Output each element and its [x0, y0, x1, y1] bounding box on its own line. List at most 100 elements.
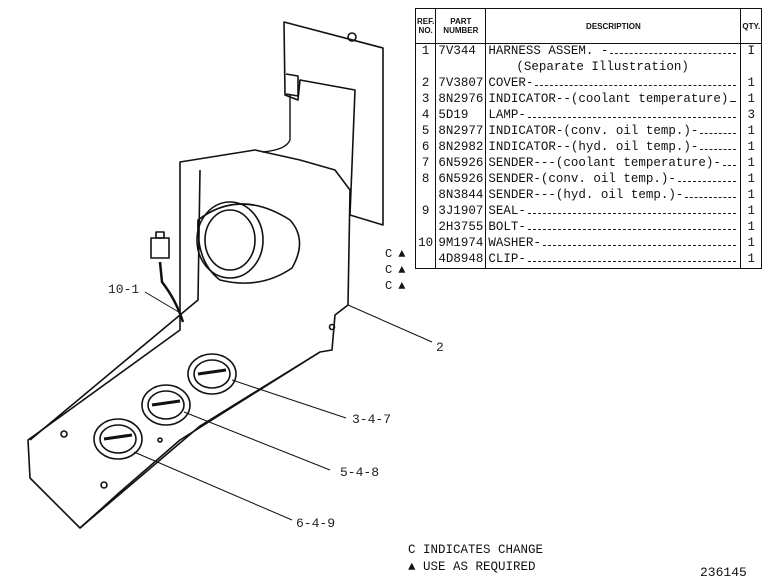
description-cell: HARNESS ASSEM. - [485, 43, 742, 60]
leader-dashes [685, 196, 737, 198]
description-cell: WASHER- [485, 236, 742, 252]
qty-cell: 1 [740, 124, 763, 140]
change-marks: C▲C▲C▲ [385, 246, 405, 294]
housing-outline [27, 149, 351, 529]
header-part-number: PART NUMBER [435, 8, 487, 44]
description-text: SENDER-(conv. oil temp.)- [488, 172, 676, 186]
description-cell: CLIP- [485, 252, 742, 269]
qty-cell: 1 [740, 236, 763, 252]
upper-cover-outline [283, 21, 384, 226]
header-qty: QTY. [740, 8, 763, 44]
qty-cell: 3 [740, 108, 763, 124]
part-number-cell: 2H3755 [435, 220, 487, 236]
part-number-cell: 8N2977 [435, 124, 487, 140]
ref-cell [414, 60, 437, 76]
description-cell: INDICATOR--(coolant temperature) [485, 92, 742, 108]
parts-table-header: REF. NO. PART NUMBER DESCRIPTION QTY. [414, 8, 763, 44]
qty-cell: I [740, 43, 763, 60]
description-cell: SENDER-(conv. oil temp.)- [485, 172, 742, 188]
leader-harness [144, 291, 183, 315]
leader-dashes [700, 148, 737, 150]
figure-number: 236145 [700, 565, 747, 580]
description-cell: SEAL- [485, 204, 742, 220]
change-mark: C▲ [385, 246, 405, 262]
ref-cell: 3 [414, 92, 437, 108]
qty-cell: 1 [740, 92, 763, 108]
ref-cell [414, 252, 437, 269]
gauge-mid [141, 384, 191, 426]
change-mark-letter: C [385, 263, 393, 277]
table-row: (Separate Illustration) [414, 60, 763, 76]
leader-dashes [527, 212, 737, 214]
cover-mount-hole [347, 32, 357, 42]
part-number-cell: 8N3844 [435, 188, 487, 204]
description-text: COVER- [488, 76, 534, 90]
description-text: INDICATOR--(hyd. oil temp.)- [488, 140, 699, 154]
leader-gauge-mid [183, 411, 331, 471]
change-mark-letter: C [385, 247, 393, 261]
ref-cell [414, 188, 437, 204]
mount-hole [100, 481, 108, 489]
ref-cell: 5 [414, 124, 437, 140]
description-cell: INDICATOR-(conv. oil temp.)- [485, 124, 742, 140]
use-as-required-icon: ▲ [398, 279, 406, 293]
leader-dashes [535, 84, 737, 86]
ref-cell: 7 [414, 156, 437, 172]
callout-harness: 10-1 [108, 282, 140, 297]
description-cell: INDICATOR--(hyd. oil temp.)- [485, 140, 742, 156]
part-number-cell: 4D8948 [435, 252, 487, 269]
description-cell: (Separate Illustration) [485, 60, 742, 76]
header-ref-no: REF. NO. [414, 8, 437, 44]
leader-dashes [700, 132, 737, 134]
description-text: WASHER- [488, 236, 541, 250]
leader-gauge-bottom [133, 451, 293, 521]
part-number-cell: 6N5926 [435, 156, 487, 172]
part-number-cell: 6N5926 [435, 172, 487, 188]
description-text: INDICATOR--(coolant temperature) [488, 92, 729, 106]
change-mark: C▲ [385, 278, 405, 294]
mount-hole [157, 437, 163, 443]
leader-dashes [677, 180, 737, 182]
description-text: (Separate Illustration) [516, 60, 689, 74]
ref-cell: 1 [414, 43, 437, 60]
gauge-bottom [93, 418, 143, 460]
ref-cell: 8 [414, 172, 437, 188]
cover-tab [285, 73, 299, 97]
callout-gauge-bottom: 6-4-9 [296, 516, 336, 531]
qty-cell: 1 [740, 172, 763, 188]
description-cell: COVER- [485, 76, 742, 92]
legend-change: C INDICATES CHANGE [408, 543, 544, 557]
description-cell: BOLT- [485, 220, 742, 236]
description-text: CLIP- [488, 252, 526, 266]
part-number-cell: 8N2982 [435, 140, 487, 156]
housing-bottom-edge [79, 351, 321, 529]
leader-dashes [527, 228, 737, 230]
qty-cell [740, 60, 763, 76]
part-number-cell: 9M1974 [435, 236, 487, 252]
leader-dashes [722, 164, 737, 166]
harness-wire [158, 261, 185, 323]
gauge-hood-opening [196, 201, 264, 279]
leader-cover [347, 304, 433, 343]
use-as-required-icon: ▲ [398, 247, 406, 261]
ref-cell: 2 [414, 76, 437, 92]
housing-side-edge [29, 169, 201, 441]
leader-dashes [610, 52, 737, 54]
qty-cell: 1 [740, 156, 763, 172]
qty-cell: 1 [740, 76, 763, 92]
ref-cell: 4 [414, 108, 437, 124]
leader-dashes [542, 244, 737, 246]
connector-plug [150, 237, 170, 259]
